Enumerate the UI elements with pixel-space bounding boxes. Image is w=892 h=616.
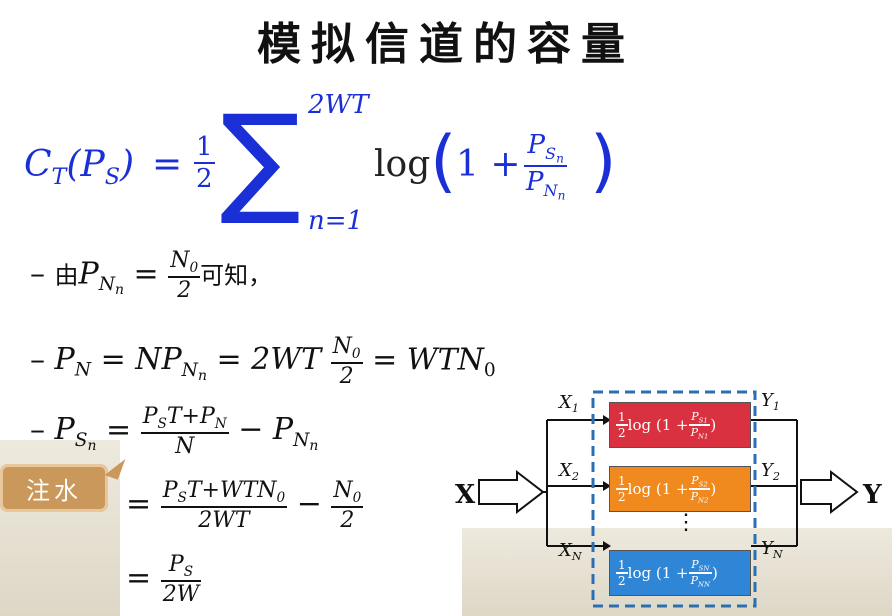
log-term: log <box>374 144 431 185</box>
formula-equals: = <box>152 144 183 185</box>
branch-2-x-label: X2 <box>559 460 579 483</box>
branch-1-y-label: Y1 <box>761 390 780 413</box>
output-y-label: Y <box>863 480 882 510</box>
sum-lower-limit: n=1 <box>308 206 364 236</box>
snr-fraction: PSn PNn <box>524 130 568 203</box>
left-paren: ( <box>430 122 457 201</box>
diagram-lines <box>478 390 859 608</box>
right-paren: ) <box>590 122 617 201</box>
one-plus: 1 + <box>456 144 521 185</box>
branch-n-x-label: XN <box>559 540 582 563</box>
sum-upper-limit: 2WT <box>308 90 369 120</box>
water-filling-stamp: 注水 <box>0 464 108 512</box>
branch-n-y-label: YN <box>761 538 783 561</box>
summation-sigma-icon: ∑ <box>220 90 301 229</box>
ellipsis-dots: ⋮ <box>675 510 697 535</box>
page-title: 模拟信道的容量 <box>257 19 635 70</box>
branch-1-x-label: X1 <box>559 392 579 415</box>
branch-2-y-label: Y2 <box>761 460 780 483</box>
input-x-label: X <box>455 480 476 510</box>
formula-lhs: CT(PS) <box>24 144 135 190</box>
